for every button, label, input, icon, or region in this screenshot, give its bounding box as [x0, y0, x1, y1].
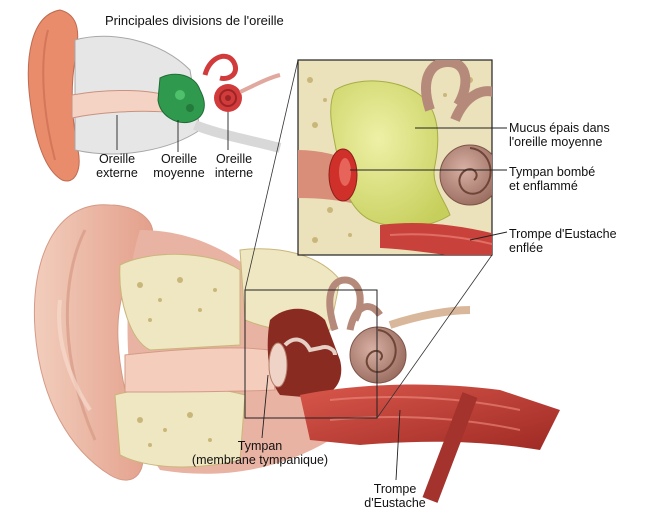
label-tympanum-line2: (membrane tympanique)	[191, 453, 329, 467]
large-ear-group	[33, 59, 560, 503]
tympanic-membrane	[268, 342, 288, 388]
large-cochlea	[349, 326, 407, 384]
label-eustachian-line2: d'Eustache	[364, 496, 426, 510]
label-eustachian: Trompe d'Eustache	[355, 482, 435, 510]
label-outer-ear-line1: Oreille	[98, 152, 136, 166]
focus-box	[244, 289, 378, 419]
inset-group	[297, 59, 508, 256]
label-middle-ear-line1: Oreille	[160, 152, 198, 166]
label-swollen-tube: Trompe d'Eustache enflée	[509, 227, 617, 255]
label-mucus-line2: l'oreille moyenne	[509, 135, 603, 149]
label-bulging-eardrum: Tympan bombé et enflammé	[509, 165, 595, 193]
label-eustachian-line1: Trompe	[373, 482, 417, 496]
label-mucus-line1: Mucus épais dans	[509, 121, 610, 135]
label-tympanum: Tympan (membrane tympanique)	[175, 439, 345, 467]
label-middle-ear: Oreille moyenne	[148, 152, 210, 180]
label-mucus: Mucus épais dans l'oreille moyenne	[509, 121, 610, 149]
diagram-title: Principales divisions de l'oreille	[105, 13, 284, 28]
swollen-eustachian	[380, 223, 492, 255]
small-inner-ear	[202, 53, 242, 112]
label-inner-ear-line1: Oreille	[215, 152, 253, 166]
label-swollen-tube-line2: enflée	[509, 241, 544, 255]
label-tympanum-line1: Tympan	[237, 439, 283, 453]
label-inner-ear-line2: interne	[214, 166, 254, 180]
label-swollen-tube-line1: Trompe d'Eustache	[509, 227, 617, 241]
label-bulging-eardrum-line1: Tympan bombé	[509, 165, 596, 179]
label-bulging-eardrum-line2: et enflammé	[509, 179, 578, 193]
label-middle-ear-line2: moyenne	[153, 166, 205, 180]
large-ear-canal	[124, 347, 276, 393]
temporal-bone-upper	[119, 253, 241, 351]
label-inner-ear: Oreille interne	[209, 152, 259, 180]
label-outer-ear: Oreille externe	[92, 152, 142, 180]
small-ear-group	[27, 9, 282, 182]
label-outer-ear-line2: externe	[96, 166, 138, 180]
